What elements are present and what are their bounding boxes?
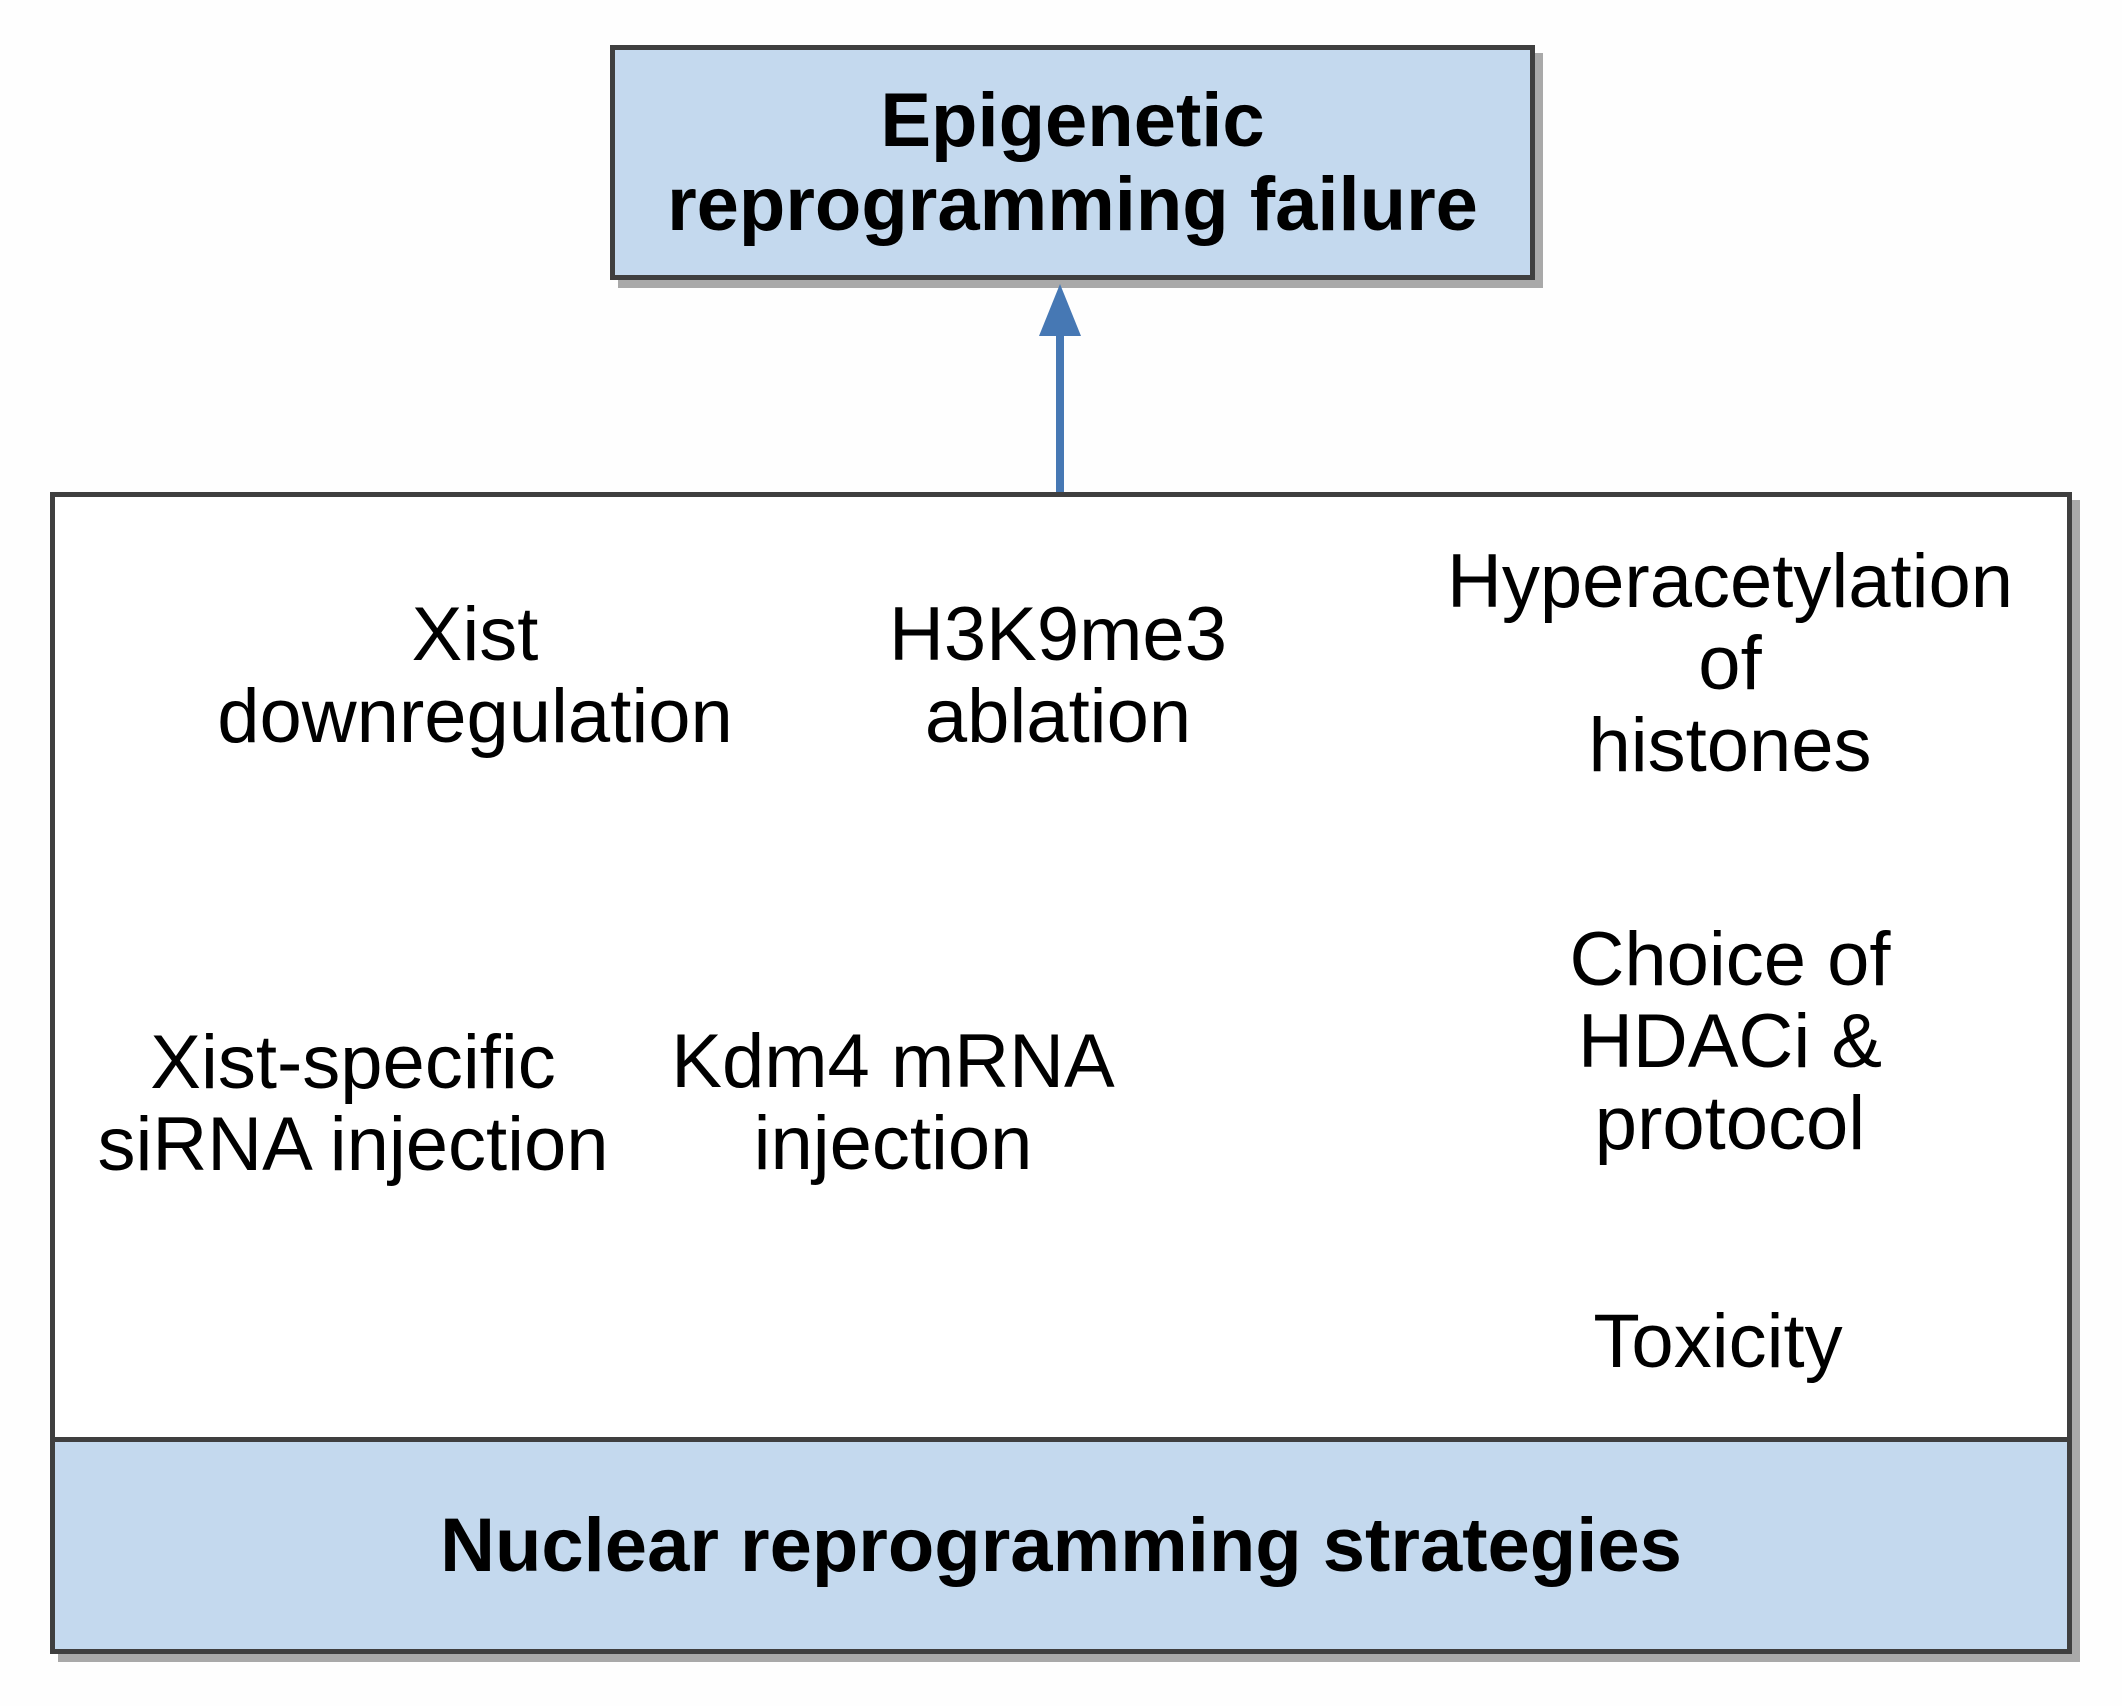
label-xist-downregulation: Xist downregulation (217, 592, 733, 759)
strategies-bar: Nuclear reprogramming strategies (55, 1437, 2067, 1649)
label-h3k9me3-ablation: H3K9me3 ablation (889, 592, 1227, 759)
outcome-box-epigenetic-reprogramming-failure: Epigenetic reprogramming failure (610, 45, 1535, 280)
arrow-strategies-to-failure (1039, 284, 1081, 492)
strategies-bar-label: Nuclear reprogramming strategies (440, 1503, 1682, 1588)
label-xist-sirna-injection: Xist-specific siRNA injection (97, 1020, 609, 1187)
nuclear-reprogramming-strategies-box: Nuclear reprogramming strategies (50, 492, 2072, 1654)
label-toxicity: Toxicity (1593, 1299, 1843, 1384)
label-kdm4-mrna-injection: Kdm4 mRNA injection (671, 1019, 1115, 1186)
outcome-box-label: Epigenetic reprogramming failure (667, 77, 1478, 247)
label-choice-hdaci-protocol: Choice of HDACi & protocol (1569, 917, 1891, 1166)
label-hyperacetylation-histones: Hyperacetylation of histones (1446, 539, 2014, 788)
